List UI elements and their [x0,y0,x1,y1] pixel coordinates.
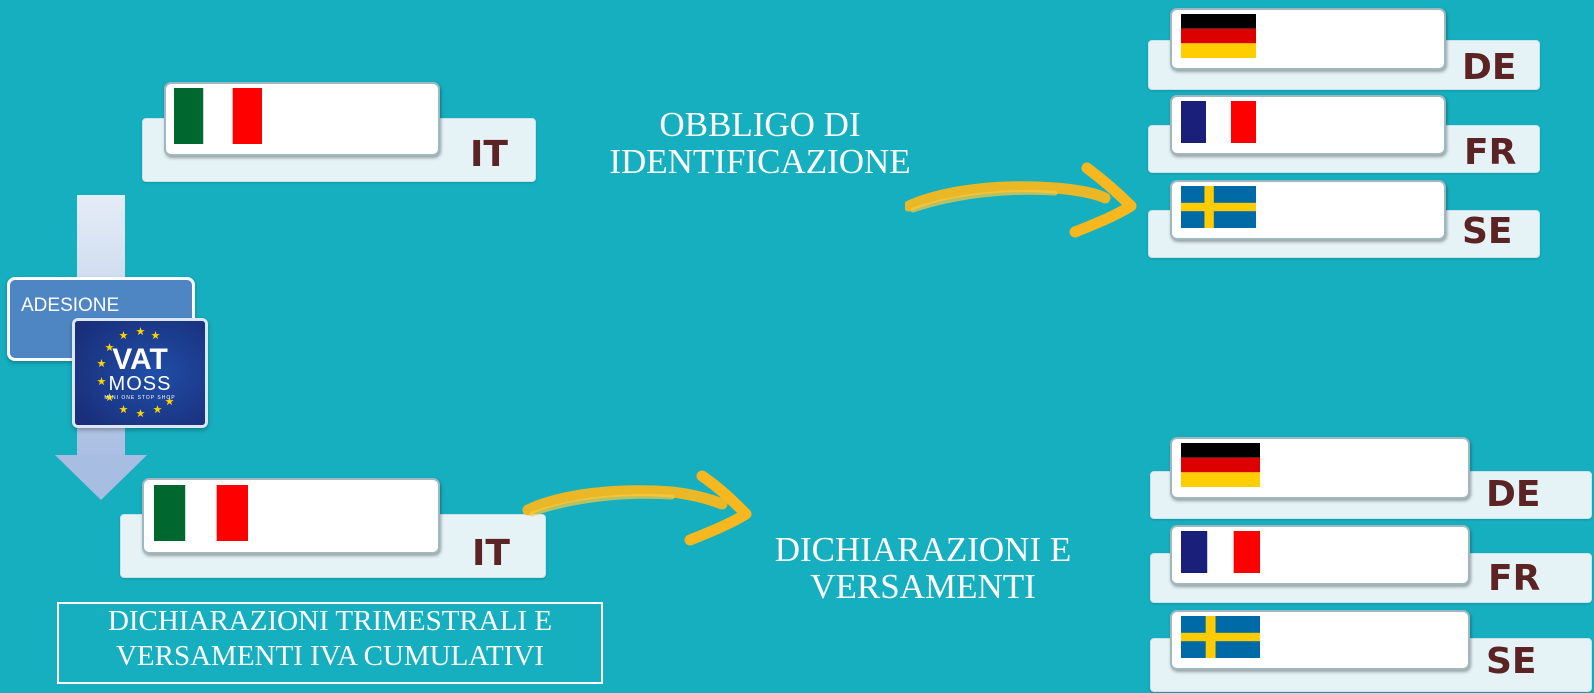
country-code: FR [1464,132,1517,173]
germany-flag-icon [1181,443,1260,487]
note-box: DICHIARAZIONI TRIMESTRALI E VERSAMENTI I… [57,602,603,684]
france-flag-icon [1181,531,1260,573]
eu-stars-icon [75,321,205,425]
italy-flag-icon [174,88,262,144]
target-country-fr-top: FR [1148,95,1544,179]
country-code: FR [1488,558,1541,599]
vat-moss-logo: VAT MOSS MINI ONE STOP SHOP [72,318,208,428]
country-code: IT [472,533,510,574]
obbligo-line-1: OBBLIGO DI [659,105,861,144]
adesione-label: ADESIONE [21,295,120,316]
home-country-bottom: IT [120,478,550,580]
sweden-flag-icon [1181,186,1256,228]
brush-arrow-bottom [522,470,752,546]
obbligo-line-2: IDENTIFICAZIONE [609,141,911,181]
home-country-top: IT [142,82,542,184]
vat-logo-text: VAT [112,343,168,376]
france-flag-icon [1181,101,1256,143]
country-code: IT [470,134,508,175]
country-code: DE [1462,47,1517,88]
note-line-2: VERSAMENTI IVA CUMULATIVI [115,639,545,672]
target-country-de-top: DE [1148,8,1544,92]
target-country-se-bottom: SE [1150,610,1594,693]
dichiarazioni-line-2: VERSAMENTI [810,566,1036,606]
dichiarazioni-line-1: DICHIARAZIONI E [774,530,1072,569]
italy-flag-icon [154,485,248,541]
obbligo-caption: OBBLIGO DI IDENTIFICAZIONE [560,105,960,181]
moss-logo-text: MOSS [108,373,172,395]
note-line-1: DICHIARAZIONI TRIMESTRALI E [107,605,553,637]
sweden-flag-icon [1181,616,1260,658]
germany-flag-icon [1181,14,1256,58]
country-code: SE [1486,641,1537,682]
target-country-fr-bottom: FR [1150,525,1594,609]
country-code: SE [1462,211,1513,252]
brush-arrow-top [905,162,1137,238]
dichiarazioni-caption: DICHIARAZIONI E VERSAMENTI [723,530,1123,606]
country-code: DE [1486,474,1541,515]
target-country-se-top: SE [1148,180,1544,264]
mini-one-stop-shop-text: MINI ONE STOP SHOP [104,395,176,401]
target-country-de-bottom: DE [1150,437,1594,521]
